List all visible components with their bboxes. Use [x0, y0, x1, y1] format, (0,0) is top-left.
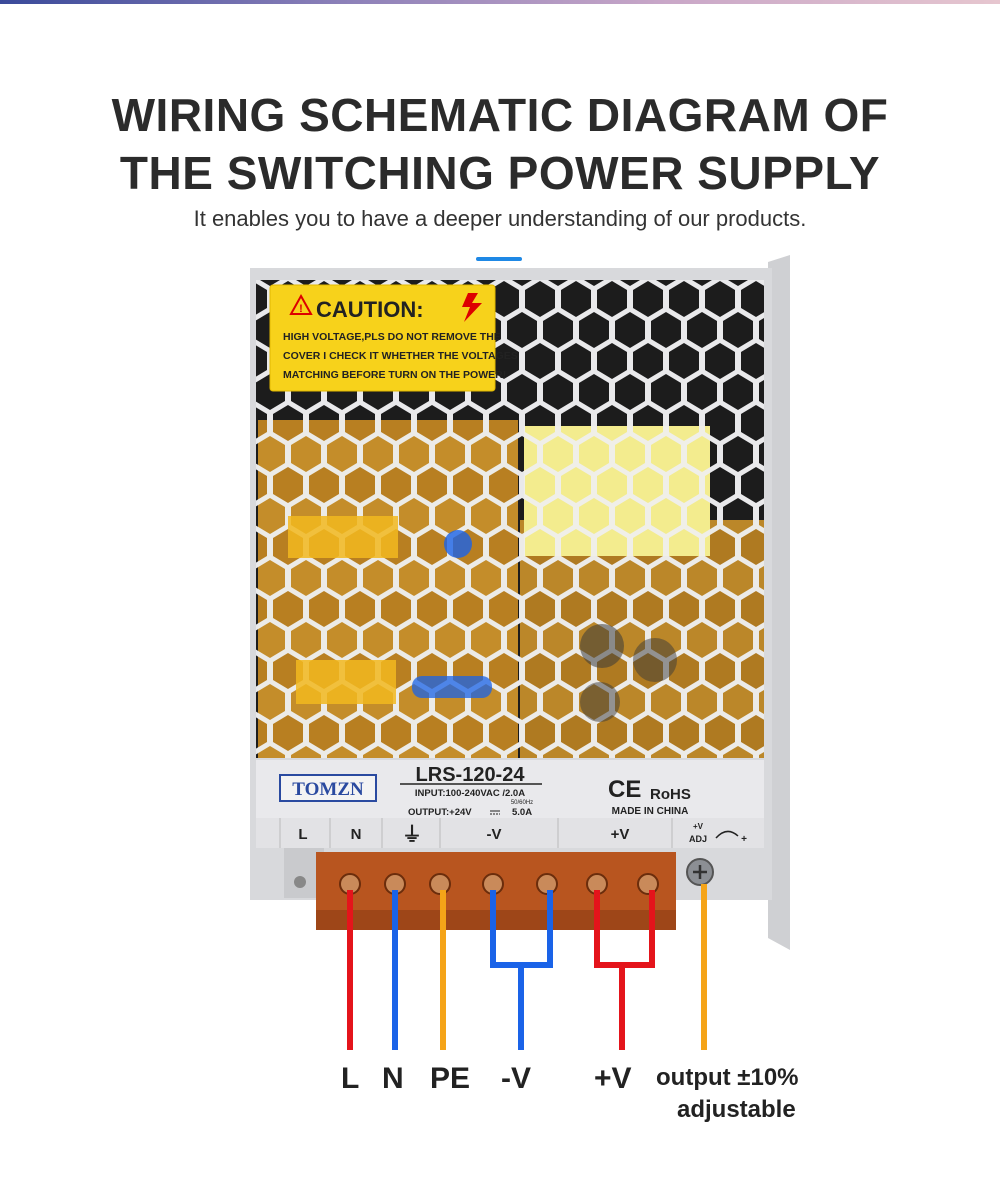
page-subtitle: It enables you to have a deeper understa… [193, 206, 807, 231]
label-pos: +V [594, 1062, 632, 1095]
capacitor-blue [444, 530, 472, 558]
warning-triangle-icon [289, 293, 313, 315]
caution-heading: CAUTION: [316, 297, 424, 322]
label-pe: PE [430, 1062, 471, 1095]
terminal-label-row: L N ⏚ -V +V +V ADJ + [256, 818, 764, 848]
adj-arrow-icon [715, 830, 739, 839]
page-title-line2: THE SWITCHING POWER SUPPLY [119, 147, 881, 199]
top-gradient-bar [0, 0, 1000, 4]
brand-logo: TOMZN [292, 779, 364, 800]
output-current: 5.0A [512, 807, 532, 818]
label-l: L [341, 1062, 360, 1095]
relay-yellow [288, 516, 398, 558]
adj-label-bottom: ADJ [689, 834, 707, 844]
case-side-panel [768, 255, 790, 950]
input-rating: INPUT:100-240VAC /2.0A [415, 788, 525, 799]
terminal-screw-pos2 [637, 873, 659, 895]
ce-mark: CE [608, 776, 641, 803]
nameplate: TOMZN LRS-120-24 INPUT:100-240VAC /2.0A … [256, 760, 764, 822]
svg-text:!: ! [299, 303, 303, 315]
caution-line1: HIGH VOLTAGE,PLS DO NOT REMOVE THE [283, 331, 501, 343]
model-number: LRS-120-24 [416, 764, 526, 786]
transformer [524, 426, 710, 556]
pcb-area-left [258, 420, 518, 758]
terminal-label-neg: -V [487, 826, 502, 843]
page-title-line1: WIRING SCHEMATIC DIAGRAM OF [111, 89, 889, 141]
pcb-area-right [520, 520, 764, 758]
made-in: MADE IN CHINA [612, 806, 689, 817]
terminal-label-earth: ⏚ [402, 822, 422, 846]
label-adjust-line1: output ±10% [656, 1064, 799, 1091]
capacitor [580, 682, 620, 722]
output-rating: OUTPUT:+24V [408, 807, 472, 818]
label-neg: -V [501, 1062, 531, 1095]
capacitor [633, 638, 677, 682]
terminal-label-pos: +V [611, 826, 630, 843]
wire-negative [490, 890, 553, 1050]
capacitor [580, 624, 624, 668]
terminal-label-l: L [298, 826, 307, 843]
filter-capacitor [412, 676, 492, 698]
caution-label: ! CAUTION: HIGH VOLTAGE,PLS DO NOT REMOV… [269, 284, 518, 392]
high-voltage-bolt-icon [462, 293, 482, 322]
label-adjust-line2: adjustable [677, 1096, 796, 1123]
label-n: N [382, 1062, 404, 1095]
terminal-label-n: N [351, 826, 362, 843]
adj-label-top: +V [693, 822, 704, 831]
mounting-hole [294, 876, 306, 888]
caution-line2: COVER I CHECK IT WHETHER THE VOLTAGES [283, 350, 518, 362]
caution-line3: MATCHING BEFORE TURN ON THE POWER! [283, 369, 506, 381]
frequency-rating: 50/60Hz [511, 800, 533, 806]
accent-underline [476, 257, 522, 261]
rohs-mark: RoHS [650, 786, 691, 803]
wire-positive [594, 890, 655, 1050]
adj-plus: + [741, 834, 747, 845]
relay-yellow [296, 660, 396, 704]
